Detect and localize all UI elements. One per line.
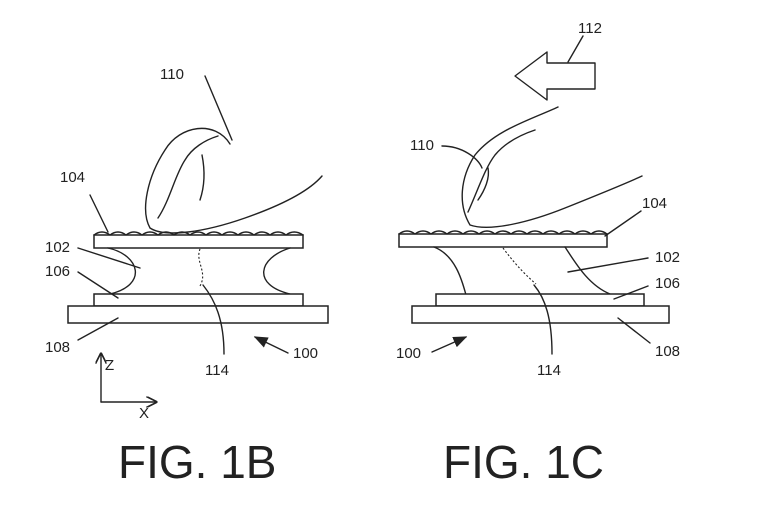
z-axis-label: Z <box>105 357 114 374</box>
path-114-1c <box>502 247 537 285</box>
leader-112 <box>567 35 584 63</box>
label-100-1c: 100 <box>396 345 421 362</box>
leader-114-1b <box>202 284 225 355</box>
lower-plate-1c <box>435 293 645 307</box>
path-114-1b <box>198 248 204 287</box>
label-106-1c: 106 <box>655 275 680 292</box>
finger-nail <box>157 135 219 219</box>
surface-plate-1b <box>93 234 304 249</box>
leader-114-1c <box>533 284 553 355</box>
leader-104-1c <box>604 210 642 237</box>
surface-plate-1c <box>398 233 608 248</box>
leader-110-1b <box>204 75 233 141</box>
lower-plate-1b <box>93 293 304 307</box>
label-100-1b: 100 <box>293 345 318 362</box>
label-106-1b: 106 <box>45 263 70 280</box>
meniscus-right-1c <box>564 246 611 295</box>
surface-ridges-1b <box>93 231 304 236</box>
substrate-1b <box>67 305 329 324</box>
leader-102-1c <box>567 257 649 273</box>
caption-1b: FIG. 1B <box>118 436 276 488</box>
substrate-1c <box>411 305 670 324</box>
meniscus-right-1b <box>263 247 291 295</box>
label-108-1b: 108 <box>45 339 70 356</box>
motion-arrow <box>514 51 596 101</box>
figure-1b: 110 104 102 106 108 114 100 Z X FIG. 1B <box>45 66 329 488</box>
label-114-1b: 114 <box>205 362 229 379</box>
leader-106-1c <box>613 285 649 300</box>
label-104-1b: 104 <box>60 169 85 186</box>
leader-108-1c <box>617 317 651 344</box>
label-112: 112 <box>578 20 602 37</box>
label-110-1c: 110 <box>410 137 434 154</box>
finger-outline-1c <box>461 106 643 228</box>
figure-1c: 112 110 104 102 106 108 114 100 FIG. 1C <box>396 20 680 488</box>
leader-104-1b <box>89 194 109 233</box>
leader-108-1b <box>77 317 119 341</box>
finger-tip-1c <box>477 167 490 201</box>
finger-tip <box>199 154 205 201</box>
label-110-1b: 110 <box>160 66 184 83</box>
finger-nail-1c <box>467 129 536 213</box>
x-axis-label: X <box>139 405 149 422</box>
leader-110-1c <box>441 145 483 169</box>
finger-outline <box>144 127 323 234</box>
arrow-100-1b <box>253 336 289 354</box>
meniscus-left-1c <box>433 246 467 296</box>
leader-102-1b <box>77 247 141 269</box>
meniscus-left-1b <box>107 247 137 295</box>
surface-ridges-1c <box>398 230 608 235</box>
label-102-1c: 102 <box>655 249 680 266</box>
label-104-1c: 104 <box>642 195 667 212</box>
label-108-1c: 108 <box>655 343 680 360</box>
leader-106-1b <box>77 271 119 299</box>
label-102-1b: 102 <box>45 239 70 256</box>
caption-1c: FIG. 1C <box>443 436 604 488</box>
label-114-1c: 114 <box>537 362 561 379</box>
arrow-100-1c <box>431 336 468 353</box>
